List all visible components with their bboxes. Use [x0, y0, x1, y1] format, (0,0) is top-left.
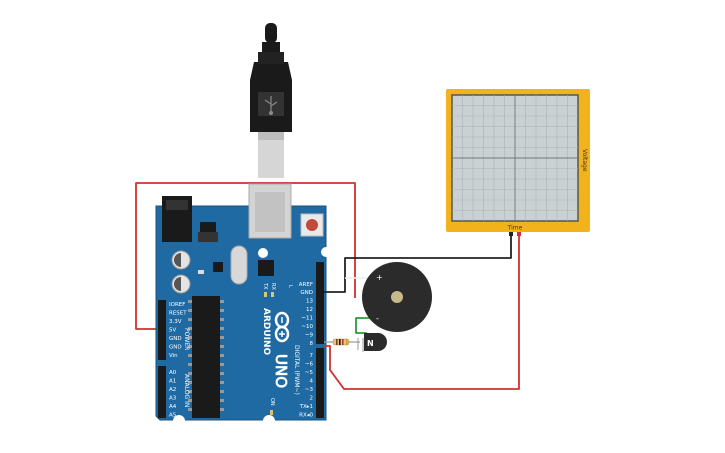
- pin-label-a4: A4: [169, 404, 177, 410]
- pin-label-a5: A5: [169, 413, 177, 419]
- pin-label-vin: Vin: [169, 353, 178, 359]
- tx-label: TX: [262, 282, 268, 290]
- pin-label-9: ~9: [305, 333, 314, 339]
- wire-gnd-white[interactable]: [345, 277, 369, 281]
- pin-label-ioref: IOREF: [169, 302, 185, 308]
- pin-label-3: ~3: [305, 387, 314, 393]
- pin-label-5: ~5: [305, 370, 314, 376]
- pin-label-a0: A0: [169, 370, 177, 376]
- scope-probe-red[interactable]: [517, 232, 521, 236]
- power-section-label: POWER: [183, 328, 190, 350]
- digital-section-label: DIGITAL (PWM~): [293, 345, 300, 395]
- on-led: [270, 410, 273, 415]
- chip-usb: [258, 260, 274, 276]
- pin-label-8: 8: [310, 341, 314, 347]
- pin-label-a1: A1: [169, 379, 176, 385]
- pin-label-reset: RESET: [169, 311, 187, 317]
- pin-label-11: ~11: [301, 316, 313, 322]
- pin-label-1: TX▸1: [299, 404, 313, 410]
- pin-label-3v3: 3.3V: [169, 319, 182, 325]
- pin-label-aref: AREF: [299, 282, 313, 288]
- power-header: [158, 300, 166, 360]
- pin-label-4: 4: [310, 379, 314, 385]
- usb-cable-strain: [262, 42, 280, 52]
- pin-label-gnd: GND: [169, 345, 182, 351]
- pin-label-13: 13: [306, 299, 313, 305]
- usb-cable-tip: [265, 23, 277, 43]
- l-label: L: [287, 285, 293, 288]
- mount-hole: [173, 415, 185, 427]
- arduino-uno-board[interactable]: IOREF RESET 3.3V 5V GND GND Vin POWER A0…: [155, 183, 331, 427]
- rx-led: [271, 292, 274, 297]
- npn-transistor[interactable]: N: [357, 333, 387, 352]
- pin-label-6: ~6: [305, 362, 314, 368]
- transistor-label: N: [367, 339, 374, 348]
- on-label: ON: [269, 398, 275, 406]
- pin-label-gnd: GND: [169, 336, 182, 342]
- analog-header: [158, 366, 166, 418]
- pin-label-a3: A3: [169, 396, 177, 402]
- scope-y-label: Voltage: [581, 149, 588, 172]
- analog-section-label: ANALOG IN: [183, 374, 190, 407]
- arduino-infinity-logo-icon: [274, 311, 290, 343]
- voltage-regulator: [200, 222, 216, 232]
- pin-label-2: 2: [310, 396, 314, 402]
- brand-label: ARDUINO: [261, 308, 271, 356]
- chip-pins: [188, 300, 224, 411]
- mount-hole: [258, 248, 268, 258]
- pin-label-0: RX◂0: [299, 413, 313, 419]
- digital-header-bottom: [316, 348, 324, 418]
- buzzer-minus-label: -: [376, 314, 379, 323]
- usb-symbol-icon: [264, 96, 278, 116]
- pin-label-12: 12: [306, 307, 313, 313]
- buzzer-plus-label: +: [376, 273, 383, 282]
- mount-hole: [263, 415, 275, 427]
- oscilloscope[interactable]: Time Voltage: [446, 89, 590, 236]
- wire-5v-red[interactable]: [135, 182, 356, 330]
- pin-label-7: 7: [310, 353, 314, 359]
- pin-label-gnd-digital: GND: [300, 290, 313, 296]
- piezo-buzzer[interactable]: + -: [362, 262, 432, 332]
- chip-small: [213, 262, 223, 272]
- wire-buzzer-green[interactable]: [355, 317, 378, 334]
- resistor[interactable]: [324, 338, 360, 346]
- model-label: UNO: [272, 354, 290, 388]
- pin-label-5v: 5V: [169, 328, 176, 334]
- tx-led: [264, 292, 267, 297]
- wire-pin8-red[interactable]: [324, 235, 520, 390]
- pin-label-10: ~10: [301, 324, 313, 330]
- scope-x-label: Time: [507, 225, 523, 232]
- wire-gnd-black[interactable]: [324, 235, 512, 293]
- rx-label: RX: [270, 283, 276, 290]
- usb-cable[interactable]: [250, 23, 292, 178]
- scope-probe-black[interactable]: [509, 232, 513, 236]
- mount-hole: [321, 247, 331, 257]
- buzzer-center: [391, 291, 403, 303]
- usb-connector-metal: [258, 140, 284, 178]
- reset-button-icon[interactable]: [300, 213, 324, 237]
- crystal: [230, 245, 248, 285]
- atmega-chip: [192, 296, 220, 418]
- digital-header-top: [316, 262, 324, 344]
- pin-label-a2: A2: [169, 387, 176, 393]
